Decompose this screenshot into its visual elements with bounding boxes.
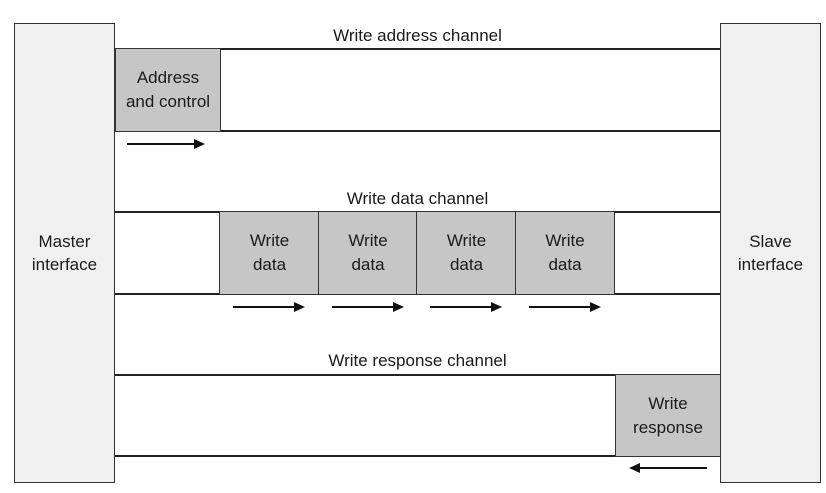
write-data-cell-4: Write data xyxy=(515,211,615,295)
write-response-channel-label: Write response channel xyxy=(328,351,507,370)
write-data-cell-2: Write data xyxy=(318,211,418,295)
write-data-channel-label: Write data channel xyxy=(346,189,489,208)
address-and-control-label: Address and control xyxy=(125,68,211,111)
write-data-cell-1: Write data xyxy=(219,211,320,295)
write-data-cell-label: Write data xyxy=(348,231,388,274)
write-data-arrow-1 xyxy=(233,302,305,312)
write-address-arrow xyxy=(127,139,205,149)
master-interface: Master interface xyxy=(14,23,115,483)
write-response-arrow xyxy=(629,463,707,473)
write-response-channel-bottom-line xyxy=(115,455,720,457)
write-data-cell-label: Write data xyxy=(249,231,290,274)
write-data-arrow-3 xyxy=(430,302,502,312)
slave-interface-label: Slave interface xyxy=(737,232,804,274)
address-and-control-cell: Address and control xyxy=(115,48,221,132)
write-data-arrow-4 xyxy=(529,302,601,312)
write-address-channel-top-line xyxy=(115,48,720,50)
write-data-cell-3: Write data xyxy=(416,211,517,295)
write-data-cell-label: Write data xyxy=(545,231,585,274)
write-address-channel-bottom-line xyxy=(115,130,720,132)
write-response-label: Write response xyxy=(633,393,703,437)
write-response-cell: Write response xyxy=(615,374,721,457)
write-data-cell-label: Write data xyxy=(446,231,487,274)
write-response-channel-top-line xyxy=(115,374,720,376)
write-data-arrow-2 xyxy=(332,302,404,312)
slave-interface: Slave interface xyxy=(720,23,821,483)
write-address-channel-label: Write address channel xyxy=(333,26,502,45)
master-interface-label: Master interface xyxy=(31,232,98,274)
